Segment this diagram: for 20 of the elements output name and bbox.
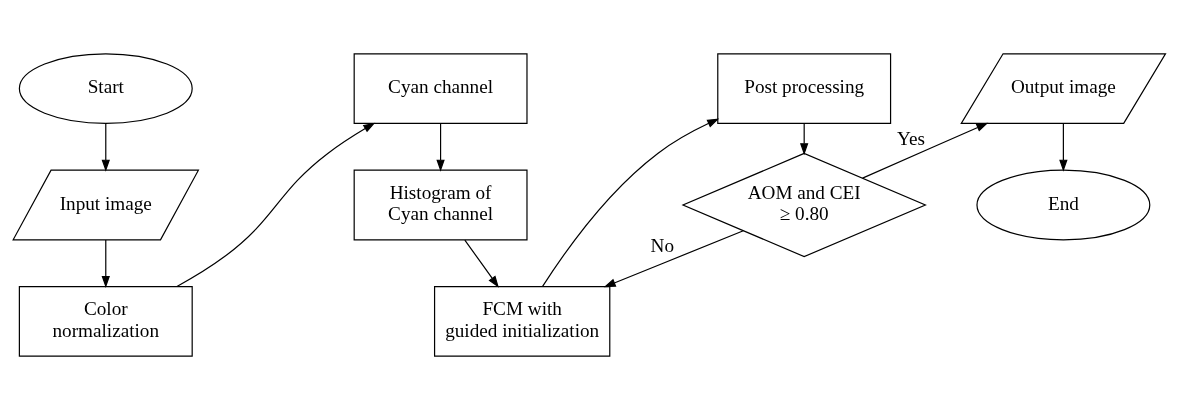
- edge-label: No: [650, 235, 675, 257]
- node-box: Color normalization: [18, 286, 193, 357]
- arrow: [799, 123, 809, 156]
- node-ellipse: End: [976, 169, 1151, 241]
- arrow: [603, 230, 744, 288]
- arrow: [101, 239, 110, 289]
- arrow: [464, 239, 499, 288]
- node-box: Post processing: [717, 53, 892, 124]
- arrow: [436, 123, 445, 172]
- node-box: Cyan channel: [353, 53, 528, 124]
- node-box: Histogram of Cyan channel: [353, 169, 528, 241]
- arrow: [101, 123, 110, 172]
- arrow: [542, 118, 720, 287]
- arrow: [1059, 123, 1068, 172]
- node-box: FCM with guided initialization: [433, 286, 611, 357]
- node-diamond: AOM and CEI ≥ 0.80: [681, 152, 927, 258]
- arrow: [862, 122, 989, 179]
- edge-label: Yes: [897, 127, 925, 149]
- arrow: [176, 122, 376, 288]
- node-ellipse: Start: [18, 53, 193, 124]
